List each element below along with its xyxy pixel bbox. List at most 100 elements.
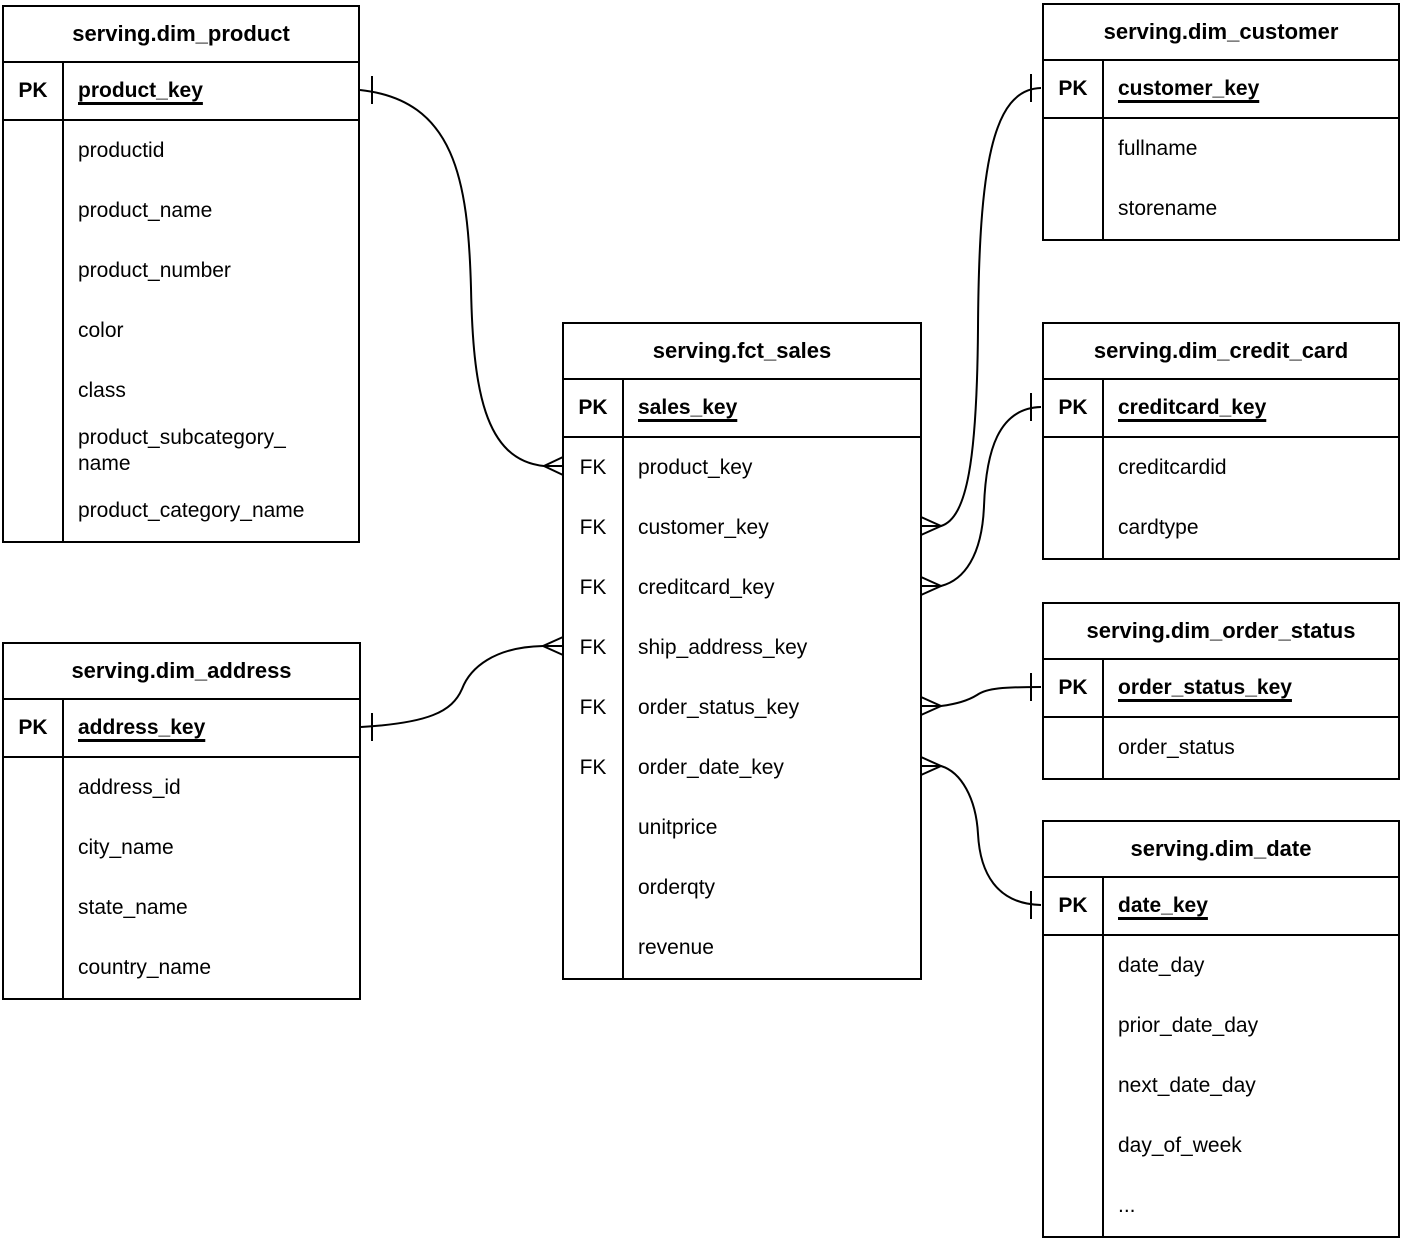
field-color: color (62, 301, 358, 361)
field-creditcard_key: creditcard_key (1102, 380, 1398, 438)
field-order_status_key: order_status_key (1102, 660, 1398, 718)
empty-key-cell (4, 878, 62, 938)
field-city_name: city_name (62, 818, 359, 878)
empty-key-cell (1044, 1056, 1102, 1116)
empty-key-cell (4, 938, 62, 998)
field-sales_key: sales_key (622, 380, 920, 438)
empty-key-cell (4, 421, 62, 481)
fk-label: FK (579, 456, 607, 479)
field-country_name: country_name (62, 938, 359, 998)
pk-label: PK (4, 63, 62, 121)
table-title-dim_product: serving.dim_product (4, 7, 358, 63)
field-state_name: state_name (62, 878, 359, 938)
empty-key-cell (4, 818, 62, 878)
relationship-line-creditcard (940, 406, 1042, 587)
crow-foot-many-icon (540, 636, 564, 656)
empty-key-cell (4, 241, 62, 301)
field-cardtype: cardtype (1102, 498, 1398, 558)
relationship-line-order_date (940, 765, 1042, 906)
field-next_date_day: next_date_day (1102, 1056, 1398, 1116)
pk-label: PK (1044, 61, 1102, 119)
pk-label: PK (1044, 380, 1102, 438)
crow-foot-many-icon (920, 696, 944, 716)
field-date_key: date_key (1102, 878, 1398, 936)
pk-label: PK (564, 380, 622, 438)
field-ship_address_key: ship_address_key (622, 618, 920, 678)
field-order_status_key: order_status_key (622, 678, 920, 738)
empty-key-cell (564, 798, 622, 858)
table-title-dim_credit_card: serving.dim_credit_card (1044, 324, 1398, 380)
empty-key-cell (564, 918, 622, 978)
field-product_key: product_key (62, 63, 358, 121)
table-title-dim_date: serving.dim_date (1044, 822, 1398, 878)
field-product_key: product_key (622, 438, 920, 498)
field-creditcardid: creditcardid (1102, 438, 1398, 498)
crow-foot-many-icon (920, 576, 944, 596)
field-address_key: address_key (62, 700, 359, 758)
empty-key-cell (1044, 119, 1102, 179)
empty-key-cell (4, 121, 62, 181)
fk-label: FK (579, 636, 607, 659)
pk-label: PK (1044, 878, 1102, 936)
empty-key-cell (1044, 438, 1102, 498)
field-ellipsis: ... (1102, 1176, 1398, 1236)
empty-key-cell (564, 858, 622, 918)
relationship-line-product (359, 89, 545, 467)
table-title-dim_customer: serving.dim_customer (1044, 5, 1398, 61)
pk-label: PK (4, 700, 62, 758)
field-product_subcategory_name: product_subcategory_ name (62, 421, 358, 481)
table-title-fct_sales: serving.fct_sales (564, 324, 920, 380)
field-creditcard_key: creditcard_key (622, 558, 920, 618)
fk-label: FK (579, 696, 607, 719)
field-unitprice: unitprice (622, 798, 920, 858)
fk-label: FK (579, 756, 607, 779)
crow-foot-many-icon (920, 756, 944, 776)
relationship-creditcard (920, 393, 1042, 596)
field-order_date_key: order_date_key (622, 738, 920, 798)
field-revenue: revenue (622, 918, 920, 978)
field-customer_key: customer_key (622, 498, 920, 558)
relationship-customer (920, 74, 1042, 536)
empty-key-cell (1044, 996, 1102, 1056)
field-storename: storename (1102, 179, 1398, 239)
field-productid: productid (62, 121, 358, 181)
crow-foot-many-icon (541, 456, 564, 476)
field-fullname: fullname (1102, 119, 1398, 179)
pk-label: PK (1044, 660, 1102, 718)
empty-key-cell (1044, 498, 1102, 558)
relationship-line-order_status (940, 686, 1042, 707)
relationship-product (359, 76, 564, 476)
crow-foot-many-icon (920, 516, 944, 536)
field-order_status: order_status (1102, 718, 1398, 778)
relationship-address (360, 636, 564, 741)
table-title-dim_order_status: serving.dim_order_status (1044, 604, 1398, 660)
relationship-order_date (920, 756, 1042, 919)
empty-key-cell (4, 361, 62, 421)
relationship-order_status (920, 673, 1042, 716)
empty-key-cell (1044, 718, 1102, 778)
empty-key-cell (4, 481, 62, 541)
field-orderqty: orderqty (622, 858, 920, 918)
empty-key-cell (1044, 1116, 1102, 1176)
field-product_name: product_name (62, 181, 358, 241)
empty-key-cell (4, 181, 62, 241)
field-product_category_name: product_category_name (62, 481, 358, 541)
relationship-line-customer (940, 87, 1042, 527)
field-product_number: product_number (62, 241, 358, 301)
